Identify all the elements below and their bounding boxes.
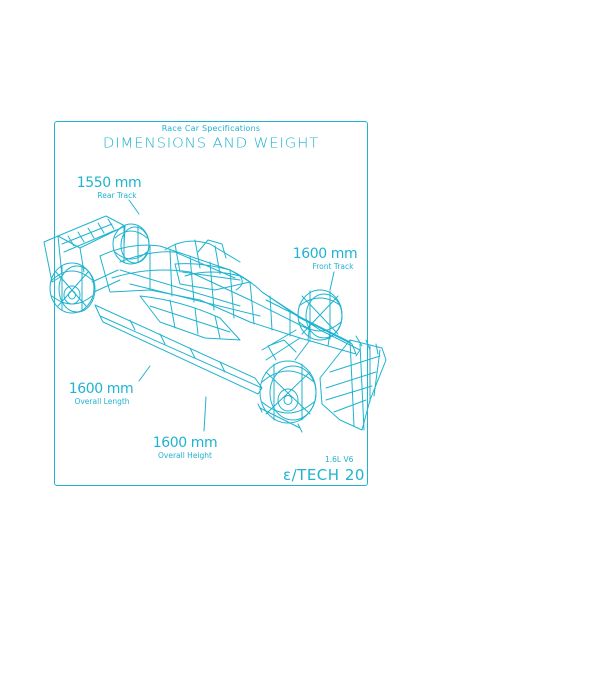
- rear-track-leader-line: [128, 199, 140, 215]
- front-track-label: Front Track: [312, 262, 354, 271]
- overall-length-label: Overall Length: [74, 397, 130, 406]
- engine-spec: 1.6L V6: [325, 455, 354, 464]
- front-track-leader-line: [329, 271, 335, 291]
- front-wheel-left: [259, 360, 317, 424]
- rear-wheel-right: [112, 223, 150, 265]
- overall-length-value: 1600 mm: [68, 381, 134, 397]
- card-title: DIMENSIONS AND WEIGHT: [102, 134, 320, 152]
- front-track-value: 1600 mm: [292, 246, 358, 262]
- rear-track-label: Rear Track: [97, 191, 137, 200]
- car-floor: [94, 304, 263, 395]
- rear-track-value: 1550 mm: [76, 175, 142, 191]
- rear-wheel-left: [49, 262, 96, 314]
- overall-height-leader-line: [203, 396, 207, 432]
- overall-length-spec: 1600 mm Overall Length: [60, 381, 142, 407]
- rear-track-spec: 1550 mm Rear Track: [68, 175, 150, 201]
- overall-length-leader-line: [138, 365, 151, 382]
- front-wing: [319, 335, 387, 431]
- front-suspension: [261, 329, 311, 361]
- car-chassis: [99, 239, 361, 357]
- card-subtitle: Race Car Specifications: [161, 124, 261, 133]
- overall-height-label: Overall Height: [158, 451, 212, 460]
- front-wheel-right: [297, 289, 343, 341]
- rear-wing: [43, 215, 126, 283]
- front-track-spec: 1600 mm Front Track: [284, 246, 366, 272]
- overall-height-spec: 1600 mm Overall Height: [144, 435, 226, 461]
- rear-suspension: [91, 269, 121, 293]
- brand-logo-text: ε/TECH 20: [283, 466, 365, 484]
- overall-height-value: 1600 mm: [152, 435, 218, 451]
